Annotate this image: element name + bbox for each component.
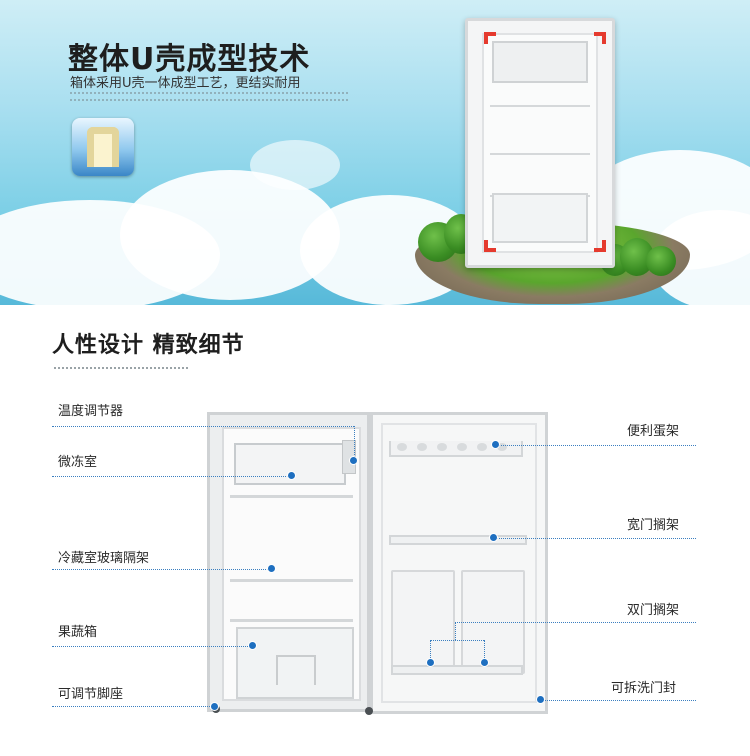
callout-line (52, 426, 354, 427)
callout-dot (211, 703, 218, 710)
callout-dot (492, 441, 499, 448)
callout-line (494, 538, 696, 539)
callout-line (52, 569, 272, 570)
decorative-fine-print (70, 92, 350, 94)
banner-subtitle: 箱体采用U壳一体成型工艺，更结实耐用 (70, 76, 301, 91)
section-title: 人性设计 精致细节 (52, 333, 245, 358)
callout-line (455, 622, 696, 623)
callout-line (430, 640, 431, 662)
callout-label-thermostat: 温度调节器 (58, 404, 124, 419)
cloud-shape (250, 140, 340, 190)
callout-label-adjustable-foot: 可调节脚座 (58, 687, 124, 702)
crisper-drawer (236, 627, 354, 699)
callout-line (455, 622, 456, 640)
corner-arrow-icon (484, 240, 496, 252)
callout-line (496, 445, 696, 446)
callout-line (52, 706, 214, 707)
fridge-body-image (207, 412, 370, 712)
callout-label-door-gasket: 可拆洗门封 (611, 681, 677, 696)
door-gasket (381, 423, 537, 703)
banner-title: 整体U壳成型技术 (68, 42, 311, 77)
callout-dot (249, 642, 256, 649)
callout-dot (490, 534, 497, 541)
door-pocket (391, 570, 455, 674)
decorative-fine-print (54, 367, 189, 369)
callout-dot (350, 457, 357, 464)
egg-rack (389, 441, 523, 457)
callout-line (354, 426, 355, 461)
callout-label-freezer: 微冻室 (58, 455, 98, 470)
u-shell-icon (72, 118, 134, 176)
callout-label-egg-rack: 便利蛋架 (627, 424, 680, 439)
callout-dot (288, 472, 295, 479)
fridge-door-image (370, 412, 548, 714)
callout-dot (427, 659, 434, 666)
fridge-open-image (465, 18, 615, 268)
hero-banner: 整体U壳成型技术 箱体采用U壳一体成型工艺，更结实耐用 (0, 0, 750, 305)
callout-line (52, 646, 252, 647)
callout-label-wide-shelf: 宽门搁架 (627, 518, 680, 533)
callout-line (484, 640, 485, 662)
tree-icon (646, 246, 676, 276)
callout-label-crisper: 果蔬箱 (58, 625, 98, 640)
callout-label-glass-shelf: 冷藏室玻璃隔架 (58, 551, 150, 566)
callout-dot (481, 659, 488, 666)
callout-line (430, 640, 484, 641)
corner-arrow-icon (484, 32, 496, 44)
decorative-fine-print (70, 99, 350, 101)
callout-dot (537, 696, 544, 703)
double-door-shelf (391, 665, 523, 675)
corner-arrow-icon (594, 240, 606, 252)
wide-door-shelf (389, 535, 527, 545)
callout-label-double-shelf: 双门搁架 (627, 603, 680, 618)
corner-arrow-icon (594, 32, 606, 44)
callout-line (52, 476, 292, 477)
callout-dot (268, 565, 275, 572)
adjustable-foot (365, 707, 373, 715)
callout-line (540, 700, 696, 701)
